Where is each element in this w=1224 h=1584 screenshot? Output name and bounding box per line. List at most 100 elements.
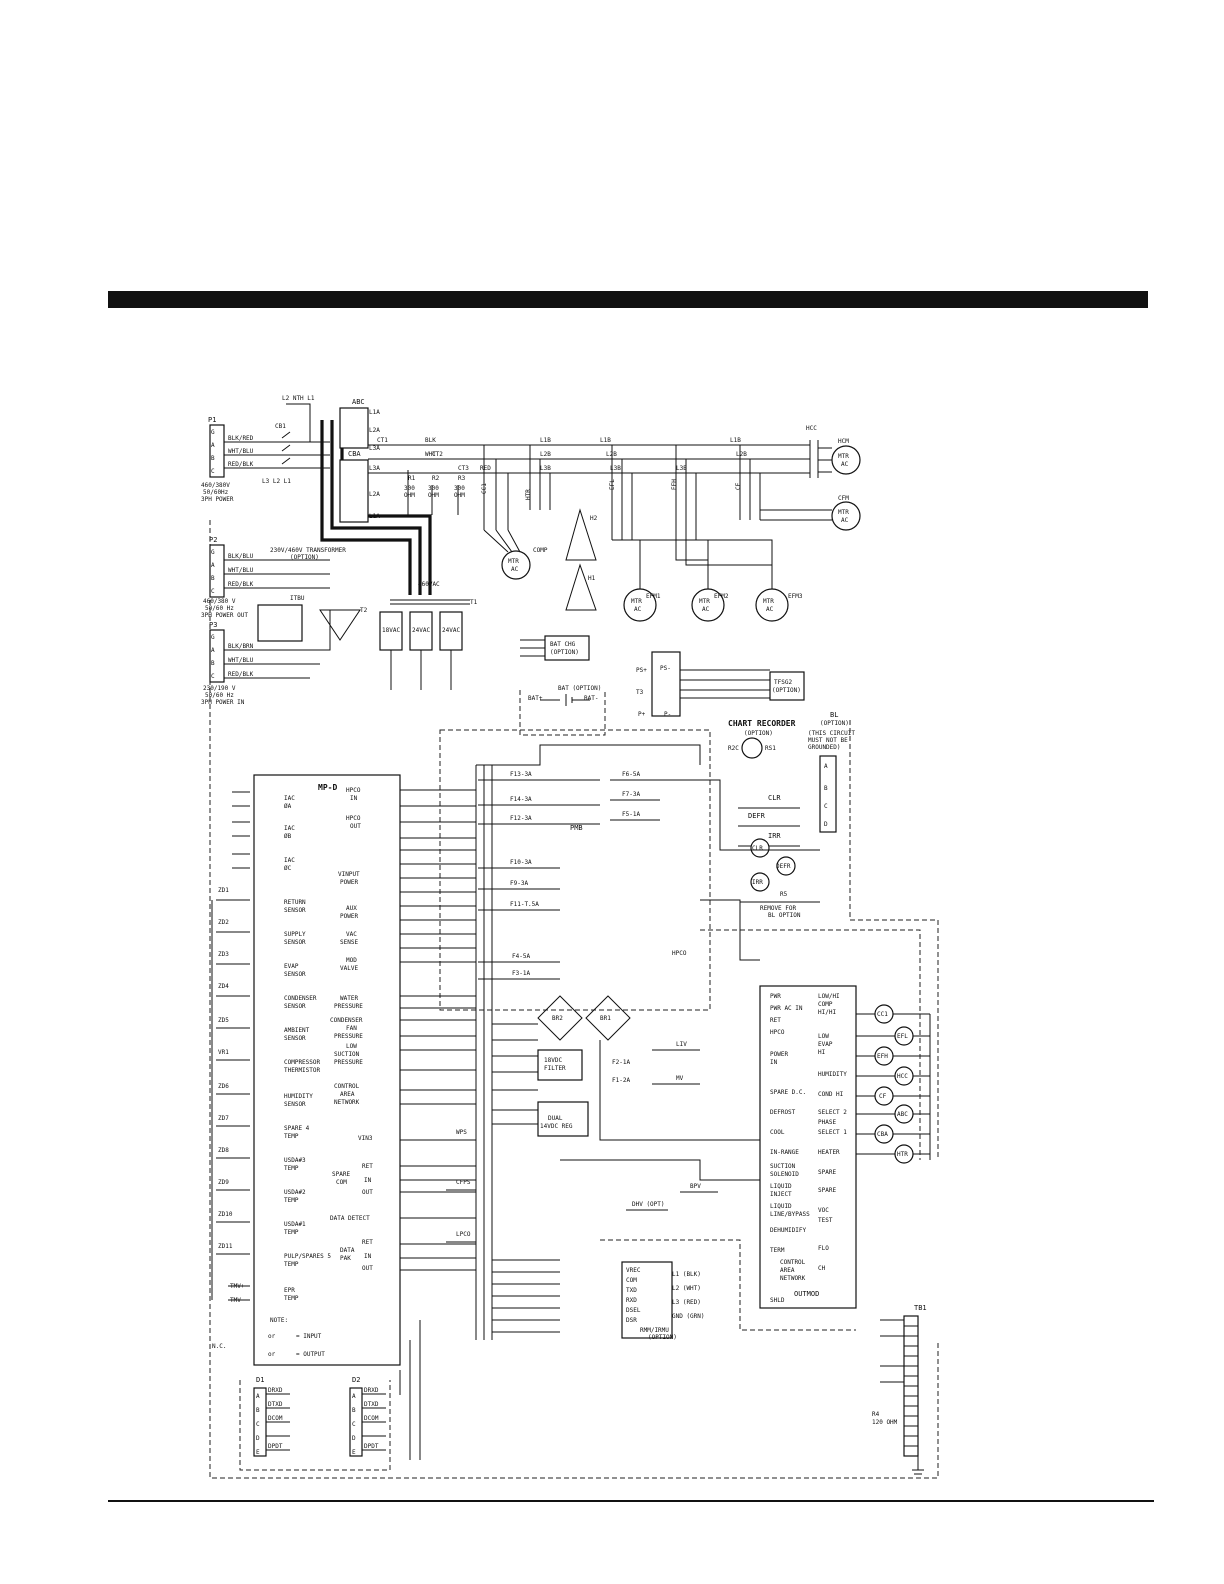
svg-text:BLK/BRN: BLK/BRN (228, 643, 254, 650)
outmod-controller: OUTMOD (759, 985, 857, 1309)
svg-text:ITBU: ITBU (290, 595, 305, 602)
cba-label: CBA (348, 450, 361, 458)
svg-text:C: C (211, 673, 215, 680)
svg-text:50/60 Hz: 50/60 Hz (205, 692, 234, 699)
svg-text:A: A (256, 1393, 260, 1400)
svg-text:VAC: VAC (346, 931, 357, 938)
svg-text:P3: P3 (209, 621, 217, 629)
svg-text:TEMP: TEMP (284, 1295, 299, 1302)
svg-text:ZD10: ZD10 (218, 1211, 233, 1218)
svg-text:VALVE: VALVE (340, 965, 358, 972)
svg-text:LOW: LOW (818, 1033, 829, 1040)
p1-ref: P1 (208, 416, 216, 424)
p1-wire-3: RED/BLK (228, 461, 254, 468)
svg-text:SUCTION: SUCTION (770, 1163, 796, 1170)
svg-text:WHT/BLU: WHT/BLU (228, 567, 254, 574)
svg-text:L2B: L2B (540, 451, 551, 458)
svg-text:OUTMOD: OUTMOD (794, 1290, 819, 1298)
svg-text:ZD6: ZD6 (218, 1083, 229, 1090)
tb1-terminal-block: TB1 R4 120 OHM (872, 1304, 927, 1475)
svg-text:MTR: MTR (699, 598, 710, 605)
svg-text:F9-3A: F9-3A (510, 880, 528, 887)
svg-text:DPDT: DPDT (364, 1443, 379, 1450)
svg-text:E: E (256, 1449, 260, 1456)
filter-box: 18VDC FILTER (537, 1049, 583, 1081)
svg-text:L1B: L1B (730, 437, 741, 444)
svg-text:= INPUT: = INPUT (296, 1333, 322, 1340)
svg-text:E: E (352, 1449, 356, 1456)
svg-text:SELECT 1: SELECT 1 (818, 1129, 847, 1136)
svg-text:SHLD: SHLD (770, 1297, 785, 1304)
svg-text:460/380 V: 460/380 V (203, 598, 236, 605)
t1-transformer: 18VAC 24VAC 24VAC T1 (379, 599, 478, 690)
svg-text:T2: T2 (360, 607, 368, 614)
svg-text:BL OPTION: BL OPTION (768, 912, 801, 919)
svg-text:ØC: ØC (284, 865, 292, 872)
svg-text:SUCTION: SUCTION (334, 1051, 360, 1058)
svg-text:LIV: LIV (676, 1041, 687, 1048)
bat-option: BAT (OPTION) BAT+ BAT- (519, 685, 606, 736)
svg-text:AC: AC (841, 517, 849, 524)
svg-text:DCOM: DCOM (364, 1415, 379, 1422)
svg-text:DTXD: DTXD (268, 1401, 283, 1408)
svg-text:B: B (824, 785, 828, 792)
abc-contactor: ABC L1A L2A L3A (339, 398, 380, 452)
svg-text:IAC: IAC (284, 825, 295, 832)
svg-text:RMM/IRMU: RMM/IRMU (640, 1327, 669, 1334)
svg-text:TMV+: TMV+ (230, 1283, 245, 1290)
svg-text:3PH POWER IN: 3PH POWER IN (201, 699, 245, 706)
svg-text:SPARE: SPARE (818, 1169, 836, 1176)
svg-text:F7-3A: F7-3A (622, 791, 640, 798)
svg-text:EFH: EFH (877, 1053, 888, 1060)
svg-text:IN: IN (364, 1253, 372, 1260)
svg-text:IAC: IAC (284, 857, 295, 864)
svg-text:(OPTION): (OPTION) (772, 687, 801, 694)
svg-text:COMPRESSOR: COMPRESSOR (284, 1059, 321, 1066)
svg-text:T1: T1 (470, 599, 478, 606)
svg-text:D: D (824, 821, 828, 828)
svg-text:COMP: COMP (818, 1001, 833, 1008)
svg-text:DEHUMIDIFY: DEHUMIDIFY (770, 1227, 807, 1234)
nth-label: L2 NTH L1 (282, 395, 315, 402)
chart-recorder-option: CHART RECORDER (OPTION) R2C RS1 (728, 719, 796, 759)
svg-text:H2: H2 (590, 515, 598, 522)
svg-text:USDA#1: USDA#1 (284, 1221, 306, 1228)
d2-connector: D2 A B C D E DRXD DTXD DCOM DPDT (349, 1376, 386, 1457)
svg-text:TEMP: TEMP (284, 1261, 299, 1268)
svg-text:DRXD: DRXD (364, 1387, 379, 1394)
svg-text:HEATER: HEATER (818, 1149, 840, 1156)
svg-text:RET: RET (770, 1017, 781, 1024)
p1-pin-a: A (211, 442, 215, 449)
svg-text:ZD3: ZD3 (218, 951, 229, 958)
svg-text:OHM: OHM (428, 492, 439, 499)
svg-text:PHASE: PHASE (818, 1119, 836, 1126)
svg-text:SUPPLY: SUPPLY (284, 931, 306, 938)
svg-text:DPDT: DPDT (268, 1443, 283, 1450)
svg-text:L2A: L2A (369, 491, 380, 498)
svg-text:COMP: COMP (533, 547, 548, 554)
svg-text:L2 (WHT): L2 (WHT) (672, 1285, 701, 1292)
svg-text:or: or (268, 1351, 276, 1358)
svg-text:(OPTION): (OPTION) (820, 720, 849, 727)
svg-text:LIQUID: LIQUID (770, 1183, 792, 1190)
svg-text:EFH: EFH (671, 479, 678, 490)
svg-text:ØA: ØA (284, 803, 292, 810)
svg-text:P+: P+ (638, 711, 646, 718)
svg-text:DSR: DSR (626, 1317, 637, 1324)
svg-text:L3A: L3A (369, 445, 380, 452)
svg-text:TMV-: TMV- (230, 1297, 244, 1304)
svg-text:WPS: WPS (456, 1129, 467, 1136)
svg-text:TFSG2: TFSG2 (774, 679, 792, 686)
svg-text:SPARE 4: SPARE 4 (284, 1125, 310, 1132)
svg-text:PRESSURE: PRESSURE (334, 1003, 363, 1010)
svg-text:LINE/BYPASS: LINE/BYPASS (770, 1211, 810, 1218)
svg-text:SOLENOID: SOLENOID (770, 1171, 799, 1178)
svg-text:RED/BLK: RED/BLK (228, 671, 254, 678)
svg-text:NETWORK: NETWORK (334, 1099, 360, 1106)
svg-text:R3: R3 (458, 475, 466, 482)
svg-text:ZD5: ZD5 (218, 1017, 229, 1024)
svg-text:FAN: FAN (346, 1025, 357, 1032)
svg-text:TEMP: TEMP (284, 1133, 299, 1140)
